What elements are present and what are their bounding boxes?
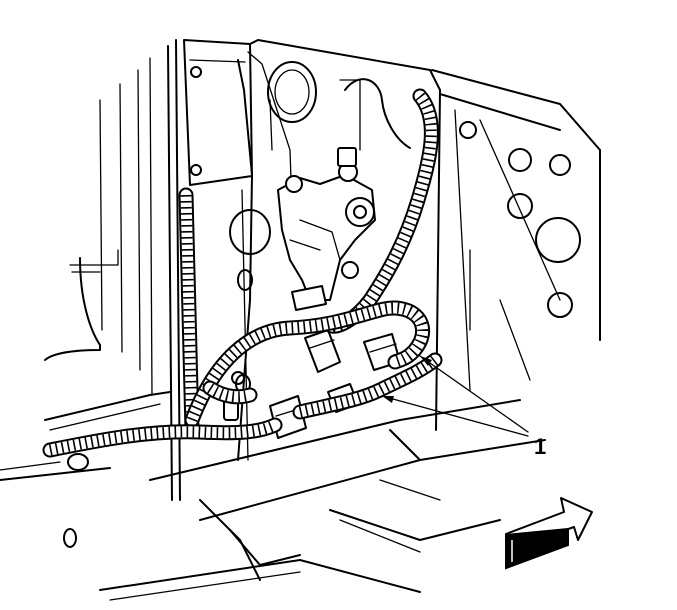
left-pillar-structure (0, 39, 181, 548)
callout-number-1: 1 (534, 434, 546, 459)
callout-leaders (381, 355, 529, 437)
floor-sill-structure (99, 399, 546, 601)
direction-arrow (505, 497, 593, 570)
latch-mechanism (277, 78, 411, 311)
wiring-harness (42, 88, 443, 458)
upper-bracket (183, 39, 253, 186)
right-panel (431, 69, 601, 391)
